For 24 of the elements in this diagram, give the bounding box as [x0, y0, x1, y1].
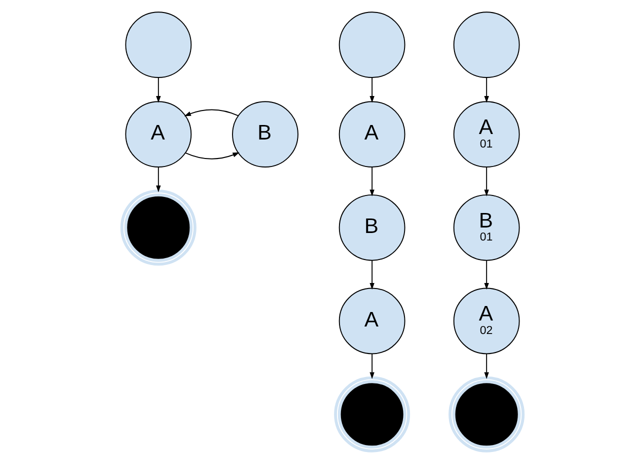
node-circle [334, 376, 410, 452]
node-circle [452, 12, 520, 78]
node-circle [338, 12, 405, 78]
arrow [369, 260, 374, 290]
node-circle: A 01 [452, 101, 520, 168]
arrow [184, 152, 239, 160]
arrow [484, 166, 488, 196]
arrow [369, 353, 374, 379]
arrow [484, 77, 488, 103]
arrow [369, 77, 374, 103]
node-circle: A 02 [452, 288, 520, 354]
node-circle: B [338, 194, 405, 261]
arrow [369, 166, 374, 196]
node-circle [448, 376, 524, 452]
node-circle: A [338, 288, 405, 354]
arrow [484, 353, 488, 379]
arrow [156, 77, 160, 103]
arrow [156, 166, 160, 192]
node-circle: B 01 [452, 194, 520, 261]
arrow [184, 109, 238, 116]
node-circle [120, 190, 196, 266]
node-circle [124, 12, 192, 78]
arrow [484, 260, 488, 290]
node-circle: A [338, 101, 405, 168]
